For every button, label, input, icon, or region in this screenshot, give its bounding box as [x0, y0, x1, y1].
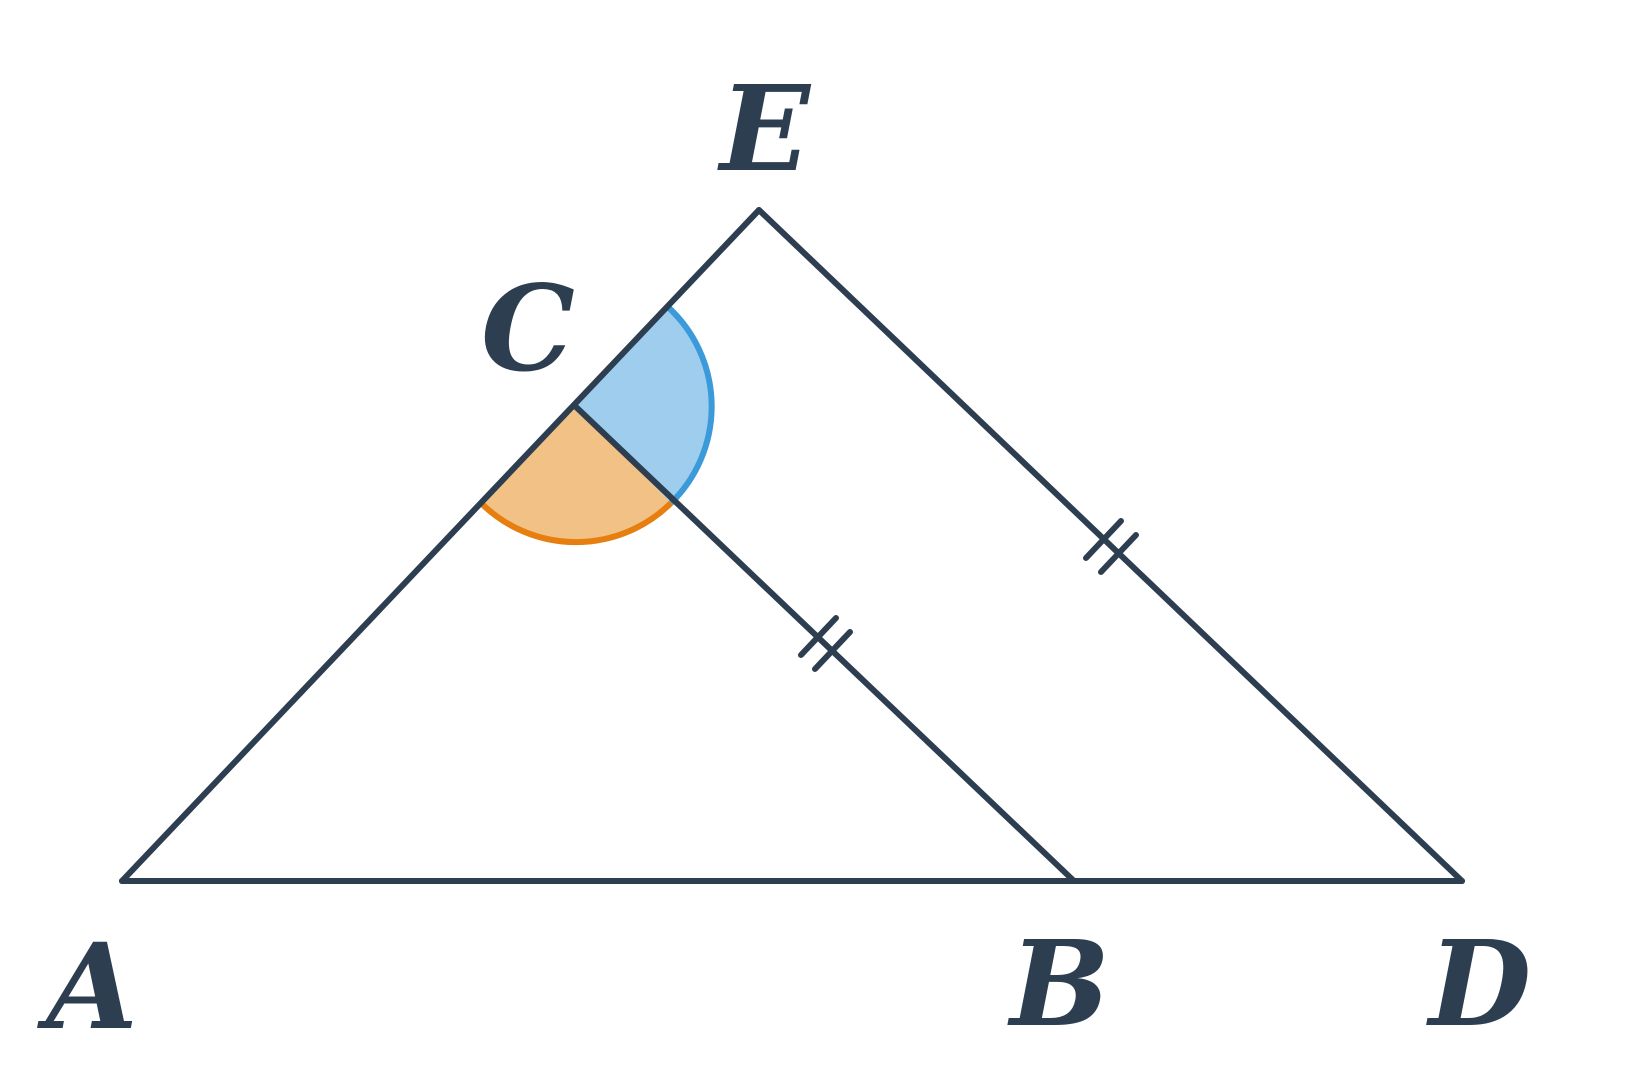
angle-bca-arc [479, 500, 674, 546]
segment-ed [756, 207, 1465, 884]
label-a: A [36, 917, 138, 1056]
tick-cb-1 [798, 615, 839, 658]
angle-ecb [575, 307, 712, 503]
angle-bca [482, 406, 671, 543]
tick-cb-2 [812, 629, 853, 672]
segment-cb [572, 403, 1077, 884]
tick-ed-1 [1083, 518, 1124, 561]
label-d: D [1426, 914, 1531, 1053]
label-c: C [481, 259, 575, 398]
label-e: E [717, 59, 812, 198]
label-b: B [1007, 914, 1110, 1053]
tick-ed-2 [1098, 532, 1139, 575]
segment-ae [119, 207, 762, 884]
angle-ecb-arc [665, 304, 715, 506]
